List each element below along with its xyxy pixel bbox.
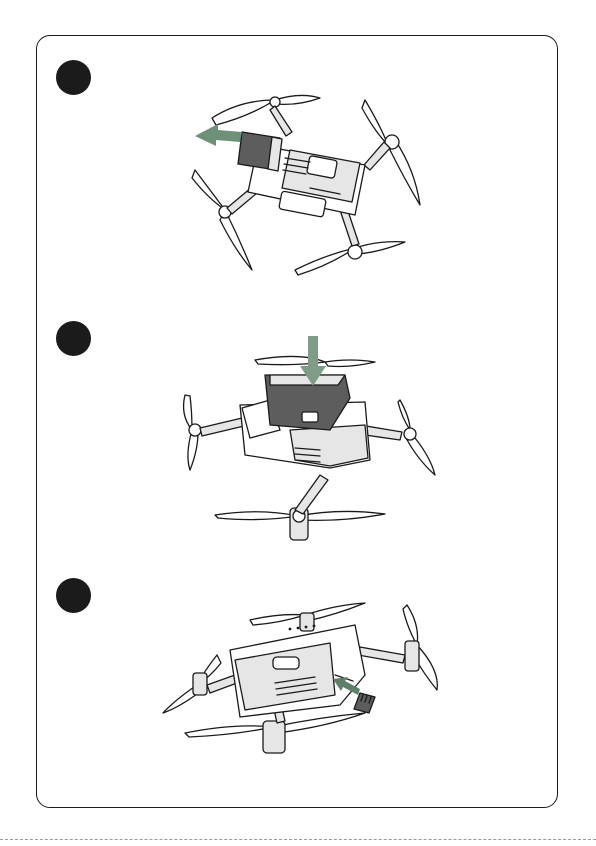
propeller-right xyxy=(403,605,437,690)
green-arrow-icon xyxy=(195,124,242,146)
step-3-badge xyxy=(56,578,91,613)
propeller-bottom-left xyxy=(192,170,252,270)
propeller-top-left xyxy=(212,95,320,125)
sd-card-icon xyxy=(354,693,375,713)
step-1-badge xyxy=(56,60,91,95)
illustration-remove-battery xyxy=(180,70,430,280)
drone-body xyxy=(230,625,365,717)
propeller-bottom xyxy=(185,713,365,753)
propeller-top-right xyxy=(362,100,420,205)
step-2-badge xyxy=(56,321,91,356)
propeller-left xyxy=(184,395,201,470)
propeller-right xyxy=(398,400,435,475)
propeller-bottom-right xyxy=(295,242,405,275)
page-bottom-rule xyxy=(0,839,596,840)
illustration-insert-sd-card xyxy=(155,595,445,775)
illustration-insert-battery xyxy=(170,330,440,550)
battery-sliding-out xyxy=(238,132,282,171)
